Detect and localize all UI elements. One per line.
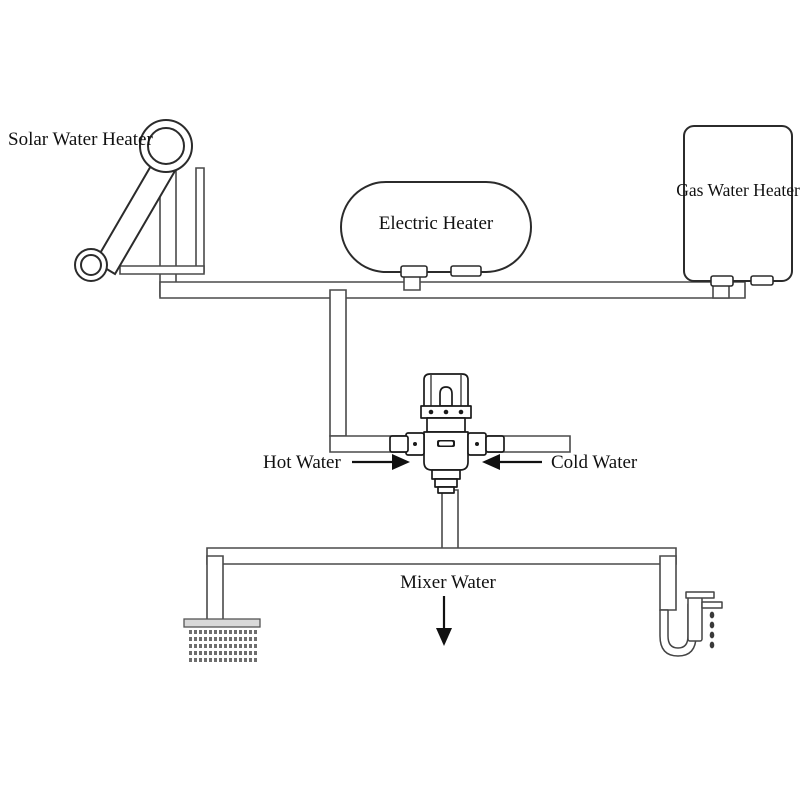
faucet-body — [687, 596, 703, 642]
pipe-hot-drop-vertical — [329, 289, 347, 437]
mixer-water-label: Mixer Water — [400, 572, 496, 593]
shower-head-bar — [183, 618, 261, 628]
valve-outlet-nut-1 — [431, 469, 461, 480]
valve-neck — [426, 417, 466, 433]
electric-heater[interactable]: Electric Heater — [340, 181, 532, 278]
valve-cap-inner-detail — [439, 386, 453, 407]
hot-water-label: Hot Water — [263, 452, 341, 473]
gas-water-heater-label: Gas Water Heater — [676, 180, 800, 200]
cold-water-arrow-head — [482, 454, 500, 470]
valve-right-port-dot — [475, 442, 479, 446]
valve-right-port-stub — [485, 435, 505, 453]
shower-head-holes — [189, 630, 257, 662]
pipe-hot-header — [159, 281, 746, 299]
valve-left-port-dot — [413, 442, 417, 446]
basin-faucet[interactable] — [659, 591, 723, 657]
gas-water-heater-body — [683, 125, 793, 282]
electric-heater-outlet-tab — [400, 265, 428, 278]
gas-water-heater-inlet-tab — [750, 275, 774, 286]
pipe-mixed-outlet-vertical — [441, 489, 459, 557]
valve-outlet-stub — [437, 486, 455, 494]
valve-left-port-stub — [389, 435, 409, 453]
cold-water-label: Cold Water — [551, 452, 638, 473]
pipe-distribution-header — [206, 547, 677, 565]
faucet-handle[interactable] — [685, 591, 715, 599]
valve-dot-3 — [458, 409, 464, 415]
hot-water-annotation: Hot Water — [263, 452, 410, 473]
electric-heater-label: Electric Heater — [379, 213, 494, 234]
electric-heater-inlet-tab — [450, 265, 482, 277]
solar-storage-tank-inner — [147, 127, 185, 165]
faucet-spout — [701, 601, 723, 609]
faucet-water-droplets — [709, 611, 715, 649]
valve-outlet-nut-2 — [434, 478, 458, 488]
valve-dot-2 — [443, 409, 449, 415]
cold-water-annotation: Cold Water — [482, 452, 638, 473]
solar-water-heater[interactable]: Solar Water Heater — [8, 119, 205, 282]
solar-water-heater-label: Solar Water Heater — [8, 129, 153, 150]
pipe-faucet-branch — [659, 555, 677, 611]
solar-lower-manifold-inner — [80, 254, 102, 276]
hot-water-arrow-head — [392, 454, 410, 470]
gas-water-heater-outlet-tab — [710, 275, 734, 287]
thermostatic-mixing-valve[interactable] — [389, 373, 505, 494]
rain-shower-head[interactable] — [183, 618, 261, 662]
valve-dot-1 — [428, 409, 434, 415]
valve-body — [423, 431, 469, 471]
valve-face-plate-inner — [439, 441, 453, 446]
mixer-water-annotation: Mixer Water — [400, 572, 497, 646]
gas-water-heater[interactable]: Gas Water Heater — [676, 125, 800, 287]
pipe-shower-branch — [206, 555, 224, 623]
electric-heater-body — [340, 181, 532, 273]
mixer-water-arrow-head — [436, 628, 452, 646]
